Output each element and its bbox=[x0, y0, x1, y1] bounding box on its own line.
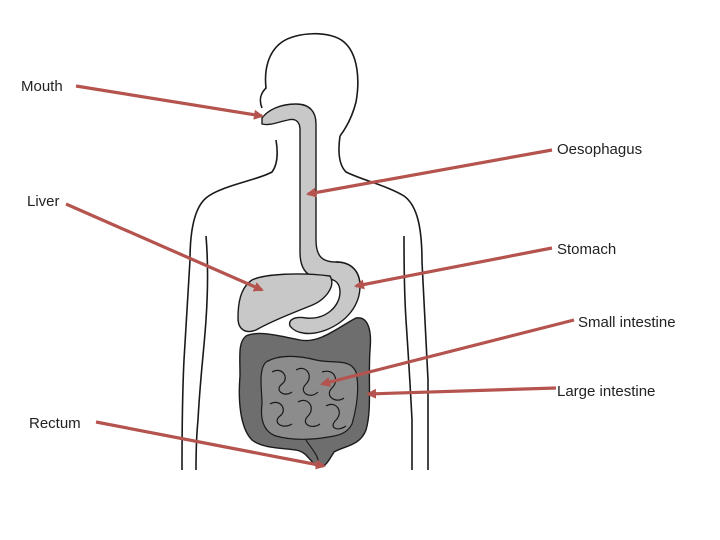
label-oesophagus: Oesophagus bbox=[557, 141, 643, 158]
mouth-arrow bbox=[75, 84, 264, 120]
body-outline bbox=[181, 32, 429, 471]
small-intestine-arrow bbox=[320, 318, 575, 387]
label-stomach: Stomach bbox=[557, 241, 617, 258]
label-large-intestine: Large intestine bbox=[557, 383, 656, 400]
large-intestine-arrow bbox=[366, 386, 557, 399]
label-liver: Liver bbox=[27, 193, 60, 210]
left-arm-inner bbox=[195, 235, 209, 471]
head-outline bbox=[259, 32, 359, 137]
right-neck-shoulder bbox=[338, 135, 429, 470]
label-rectum: Rectum bbox=[29, 415, 81, 432]
rectum-arrow bbox=[95, 420, 326, 470]
oesophagus-arrow bbox=[306, 148, 553, 198]
liver-arrow bbox=[65, 202, 264, 292]
label-mouth: Mouth bbox=[21, 78, 63, 95]
pointer-arrows bbox=[65, 84, 575, 470]
left-neck-shoulder bbox=[181, 139, 278, 471]
right-arm-inner bbox=[403, 235, 413, 470]
label-small-intestine: Small intestine bbox=[578, 314, 676, 331]
stomach-arrow bbox=[354, 246, 553, 290]
oesophagus-shape bbox=[261, 103, 361, 335]
